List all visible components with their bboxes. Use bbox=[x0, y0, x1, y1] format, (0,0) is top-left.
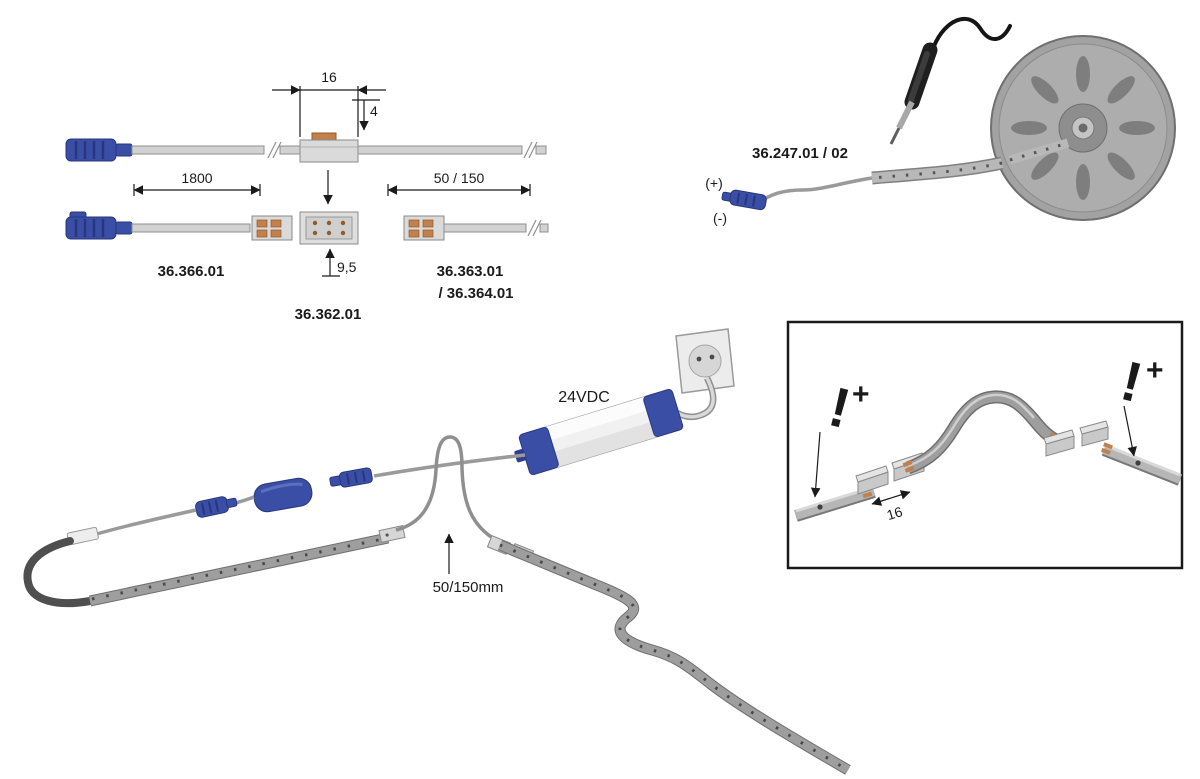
lead-connector bbox=[721, 189, 767, 211]
led-reel bbox=[990, 35, 1176, 221]
warning-plus-right: + bbox=[1146, 354, 1164, 387]
power-supply bbox=[514, 388, 684, 476]
warning-arrow-right bbox=[1123, 405, 1137, 457]
led-strip-tail bbox=[763, 156, 1004, 201]
inset-dim-pitch-value: 16 bbox=[885, 503, 905, 523]
part-number-reel: 36.247.01 / 02 bbox=[752, 145, 848, 162]
led-strip-right bbox=[497, 539, 851, 775]
installation-illustration: 24VDC bbox=[23, 328, 851, 775]
dim-strip-value: 50 / 150 bbox=[434, 170, 485, 186]
inset-detail: 16 bbox=[786, 320, 1184, 570]
feed-wire bbox=[763, 176, 873, 201]
led-strip-left bbox=[88, 532, 390, 607]
warning-arrow-left bbox=[810, 431, 821, 498]
part-number-lead: 36.366.01 bbox=[158, 263, 225, 280]
iron-cord bbox=[932, 16, 1012, 48]
reel-illustration: 36.247.01 / 02 (+) (-) bbox=[705, 16, 1176, 226]
inset-strip-right bbox=[1100, 442, 1183, 486]
dimension-depth: 9,5 bbox=[322, 248, 357, 277]
plug-connector-right bbox=[329, 467, 373, 488]
cable-end-connector-left bbox=[251, 215, 293, 241]
part-number-strip-b: / 36.364.01 bbox=[438, 285, 513, 302]
junction-connector bbox=[299, 211, 359, 245]
part-number-connector: 36.362.01 bbox=[295, 306, 362, 323]
dimension-height: 4 bbox=[352, 99, 380, 131]
dim-height-value: 4 bbox=[370, 103, 378, 119]
dim-cable-value: 1800 bbox=[181, 170, 212, 186]
wall-outlet bbox=[675, 328, 735, 394]
connector-housing bbox=[253, 477, 313, 513]
jumper-wire-loop bbox=[395, 435, 497, 542]
inset-dimension-pitch: 16 bbox=[871, 490, 911, 523]
connector-block-top bbox=[299, 132, 359, 163]
inset-border bbox=[786, 320, 1184, 570]
inset-strip-curved bbox=[902, 390, 1060, 475]
dimension-width: 16 bbox=[272, 69, 386, 137]
detail-drawing: 16 4 bbox=[65, 69, 549, 323]
plug-connector-left bbox=[195, 496, 238, 518]
psu-voltage-label: 24VDC bbox=[558, 389, 610, 406]
dim-depth-value: 9,5 bbox=[337, 259, 357, 275]
cable-end-connector-right bbox=[403, 215, 549, 241]
polarity-plus-label: (+) bbox=[705, 175, 723, 191]
lead-cable-top bbox=[65, 138, 301, 162]
jumper-length-label: 50/150mm bbox=[433, 579, 504, 596]
inset-connector-right-pair bbox=[1043, 420, 1109, 457]
dimension-cable-length: 1800 bbox=[133, 170, 261, 196]
polarity-minus-label: (-) bbox=[713, 210, 727, 226]
psu-lead-wire bbox=[373, 453, 526, 478]
part-number-strip-a: 36.363.01 bbox=[437, 263, 504, 280]
strip-fold-left bbox=[23, 537, 94, 608]
lead-cable-bottom bbox=[65, 211, 251, 240]
warning-plus-left: + bbox=[852, 378, 870, 411]
wire-to-strip bbox=[96, 508, 197, 536]
dim-width-value: 16 bbox=[321, 69, 337, 85]
strip-cable-top bbox=[357, 141, 547, 159]
dimension-strip-length: 50 / 150 bbox=[387, 170, 531, 196]
soldering-iron bbox=[889, 16, 1012, 145]
